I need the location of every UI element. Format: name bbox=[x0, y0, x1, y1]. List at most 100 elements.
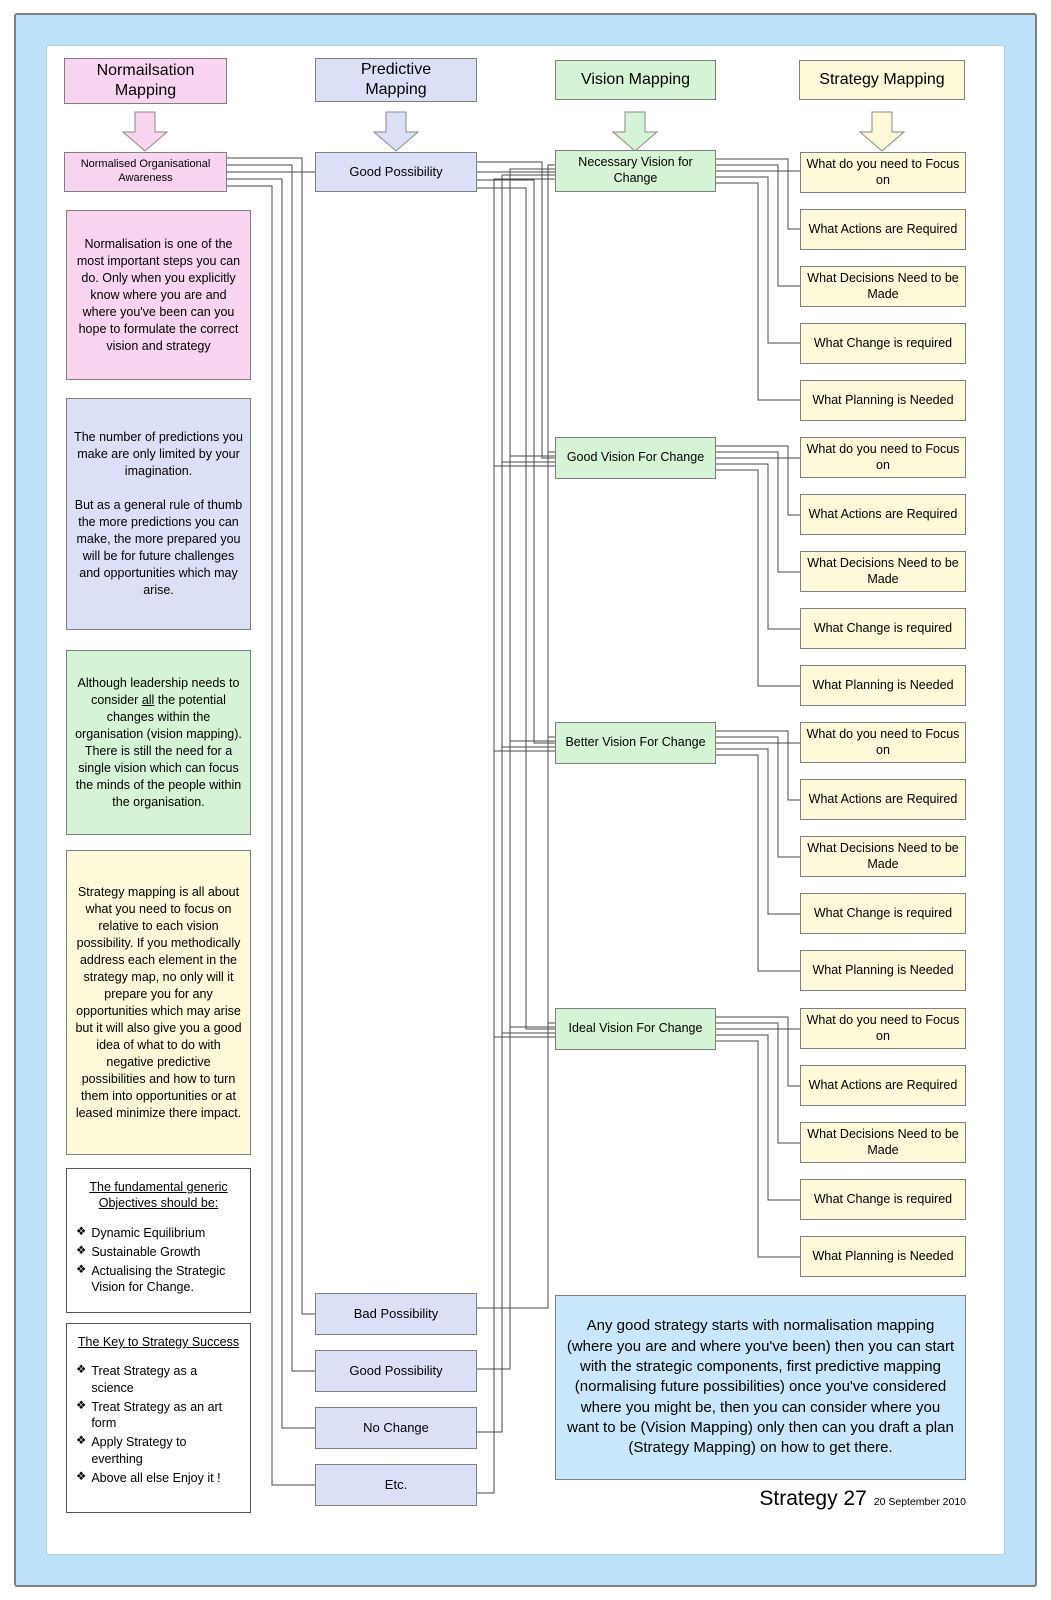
connector bbox=[227, 164, 315, 1372]
diamond-bullet-icon: ❖ bbox=[76, 1364, 87, 1377]
bullet-item: ❖ Dynamic Equilibrium bbox=[76, 1225, 241, 1241]
strategy-box: What Change is required bbox=[800, 1179, 966, 1220]
footer: Strategy 27 20 September 2010 bbox=[555, 1487, 966, 1511]
vision-note: Although leadership needs to consider al… bbox=[66, 650, 251, 835]
strategy-box: What Decisions Need to be Made bbox=[800, 1122, 966, 1163]
strategy-box: What Change is required bbox=[800, 608, 966, 649]
header-strategy-mapping: Strategy Mapping bbox=[799, 60, 965, 100]
bullet-item: ❖ Treat Strategy as a science bbox=[76, 1363, 241, 1396]
connector bbox=[716, 1022, 800, 1144]
predictive-bad-possibility: Bad Possibility bbox=[315, 1293, 477, 1335]
strategy-box: What do you need to Focus on bbox=[800, 152, 966, 193]
objectives-title: The fundamental generic Objectives shoul… bbox=[89, 1180, 228, 1211]
connector bbox=[716, 754, 800, 972]
connector bbox=[716, 451, 800, 573]
summary-note: Any good strategy starts with normalisat… bbox=[555, 1295, 966, 1480]
connector bbox=[716, 1034, 800, 1201]
header-predictive-mapping: Predictive Mapping bbox=[315, 58, 477, 102]
strategy-box: What Decisions Need to be Made bbox=[800, 551, 966, 592]
strategy-box: What Decisions Need to be Made bbox=[800, 836, 966, 877]
connector bbox=[716, 1016, 800, 1087]
vision-good: Good Vision For Change bbox=[555, 437, 716, 479]
bullet-text: Apply Strategy to everthing bbox=[91, 1435, 187, 1466]
connector bbox=[477, 174, 555, 1433]
diamond-bullet-icon: ❖ bbox=[76, 1225, 87, 1238]
connector bbox=[716, 182, 800, 401]
strategy-box: What do you need to Focus on bbox=[800, 437, 966, 478]
strategy-box: What Change is required bbox=[800, 323, 966, 364]
predictive-good-possibility-top: Good Possibility bbox=[315, 152, 477, 192]
bullet-item: ❖ Apply Strategy to everthing bbox=[76, 1434, 241, 1467]
strategy-box: What Planning is Needed bbox=[800, 665, 966, 706]
bullet-item: ❖ Treat Strategy as an art form bbox=[76, 1399, 241, 1432]
connector bbox=[227, 178, 315, 1429]
predictions-note-p1: The number of predictions you make are o… bbox=[74, 430, 243, 478]
vision-better: Better Vision For Change bbox=[555, 722, 716, 764]
key-to-success-box: The Key to Strategy Success ❖ Treat Stra… bbox=[66, 1323, 251, 1513]
connector bbox=[477, 178, 555, 1494]
bullet-text: Treat Strategy as an art form bbox=[91, 1399, 223, 1430]
flow-arrows bbox=[121, 111, 906, 152]
connector bbox=[716, 469, 800, 687]
predictive-good-possibility-2: Good Possibility bbox=[315, 1350, 477, 1392]
predictive-etc: Etc. bbox=[315, 1464, 477, 1506]
diamond-bullet-icon: ❖ bbox=[76, 1264, 87, 1276]
bullet-text: Above all else Enjoy it ! bbox=[91, 1470, 221, 1485]
strategy-box: What do you need to Focus on bbox=[800, 1008, 966, 1049]
strategy-box: What Planning is Needed bbox=[800, 380, 966, 421]
bullet-item: ❖ Actualising the Strategic Vision for C… bbox=[76, 1263, 241, 1296]
objectives-box: The fundamental generic Objectives shoul… bbox=[66, 1168, 251, 1313]
connector bbox=[716, 463, 800, 630]
predictive-no-change: No Change bbox=[315, 1407, 477, 1449]
strategy-box: What Planning is Needed bbox=[800, 1236, 966, 1277]
strategy-box: What Actions are Required bbox=[800, 494, 966, 535]
predictions-note-p2: But as a general rule of thumb the more … bbox=[74, 498, 243, 597]
vision-ideal: Ideal Vision For Change bbox=[555, 1008, 716, 1050]
footer-title: Strategy 27 bbox=[759, 1487, 867, 1510]
key-to-success-title: The Key to Strategy Success bbox=[77, 1335, 240, 1349]
connector bbox=[716, 158, 800, 230]
normalised-awareness-box: Normalised Organisational Awareness bbox=[64, 152, 227, 192]
strategy-box: What Change is required bbox=[800, 893, 966, 934]
connector bbox=[716, 176, 800, 344]
bullet-text: Sustainable Growth bbox=[91, 1244, 201, 1259]
connector bbox=[716, 736, 800, 858]
vision-note-post: the potential changes within the organis… bbox=[75, 692, 242, 809]
down-arrow-icon bbox=[372, 111, 420, 152]
diamond-bullet-icon: ❖ bbox=[76, 1244, 87, 1257]
bullet-item: ❖ Above all else Enjoy it ! bbox=[76, 1470, 241, 1486]
predictions-note: The number of predictions you make are o… bbox=[66, 398, 251, 630]
strategy-note: Strategy mapping is all about what you n… bbox=[66, 850, 251, 1155]
strategy-box: What Actions are Required bbox=[800, 779, 966, 820]
header-vision-mapping: Vision Mapping bbox=[555, 60, 716, 100]
diamond-bullet-icon: ❖ bbox=[76, 1399, 87, 1412]
connector bbox=[716, 730, 800, 801]
connector bbox=[716, 748, 800, 915]
bullet-item: ❖ Sustainable Growth bbox=[76, 1244, 241, 1260]
vision-note-text: Although leadership needs to consider al… bbox=[74, 675, 243, 811]
down-arrow-icon bbox=[611, 111, 659, 152]
strategy-box: What Decisions Need to be Made bbox=[800, 266, 966, 307]
strategy-box: What Actions are Required bbox=[800, 1065, 966, 1106]
strategy-box: What Planning is Needed bbox=[800, 950, 966, 991]
diamond-bullet-icon: ❖ bbox=[76, 1435, 87, 1448]
connector bbox=[477, 168, 555, 1370]
connector bbox=[227, 185, 315, 1486]
connector bbox=[477, 187, 555, 1030]
bullet-text: Actualising the Strategic Vision for Cha… bbox=[91, 1264, 226, 1295]
down-arrow-icon bbox=[121, 111, 169, 152]
vision-note-pre: Although leadership needs to consider bbox=[77, 675, 240, 707]
header-normalisation-mapping: Normailsation Mapping bbox=[64, 58, 227, 104]
vision-note-underlined: all bbox=[141, 692, 155, 707]
connector bbox=[477, 164, 555, 1309]
vision-necessary: Necessary Vision for Change bbox=[555, 150, 716, 192]
connector bbox=[716, 1040, 800, 1258]
strategy-box: What Actions are Required bbox=[800, 209, 966, 250]
connector bbox=[716, 164, 800, 287]
down-arrow-icon bbox=[858, 111, 906, 152]
connector bbox=[716, 445, 800, 516]
bullet-text: Treat Strategy as a science bbox=[91, 1364, 198, 1395]
connector bbox=[227, 157, 315, 1315]
footer-date: 20 September 2010 bbox=[873, 1496, 966, 1508]
